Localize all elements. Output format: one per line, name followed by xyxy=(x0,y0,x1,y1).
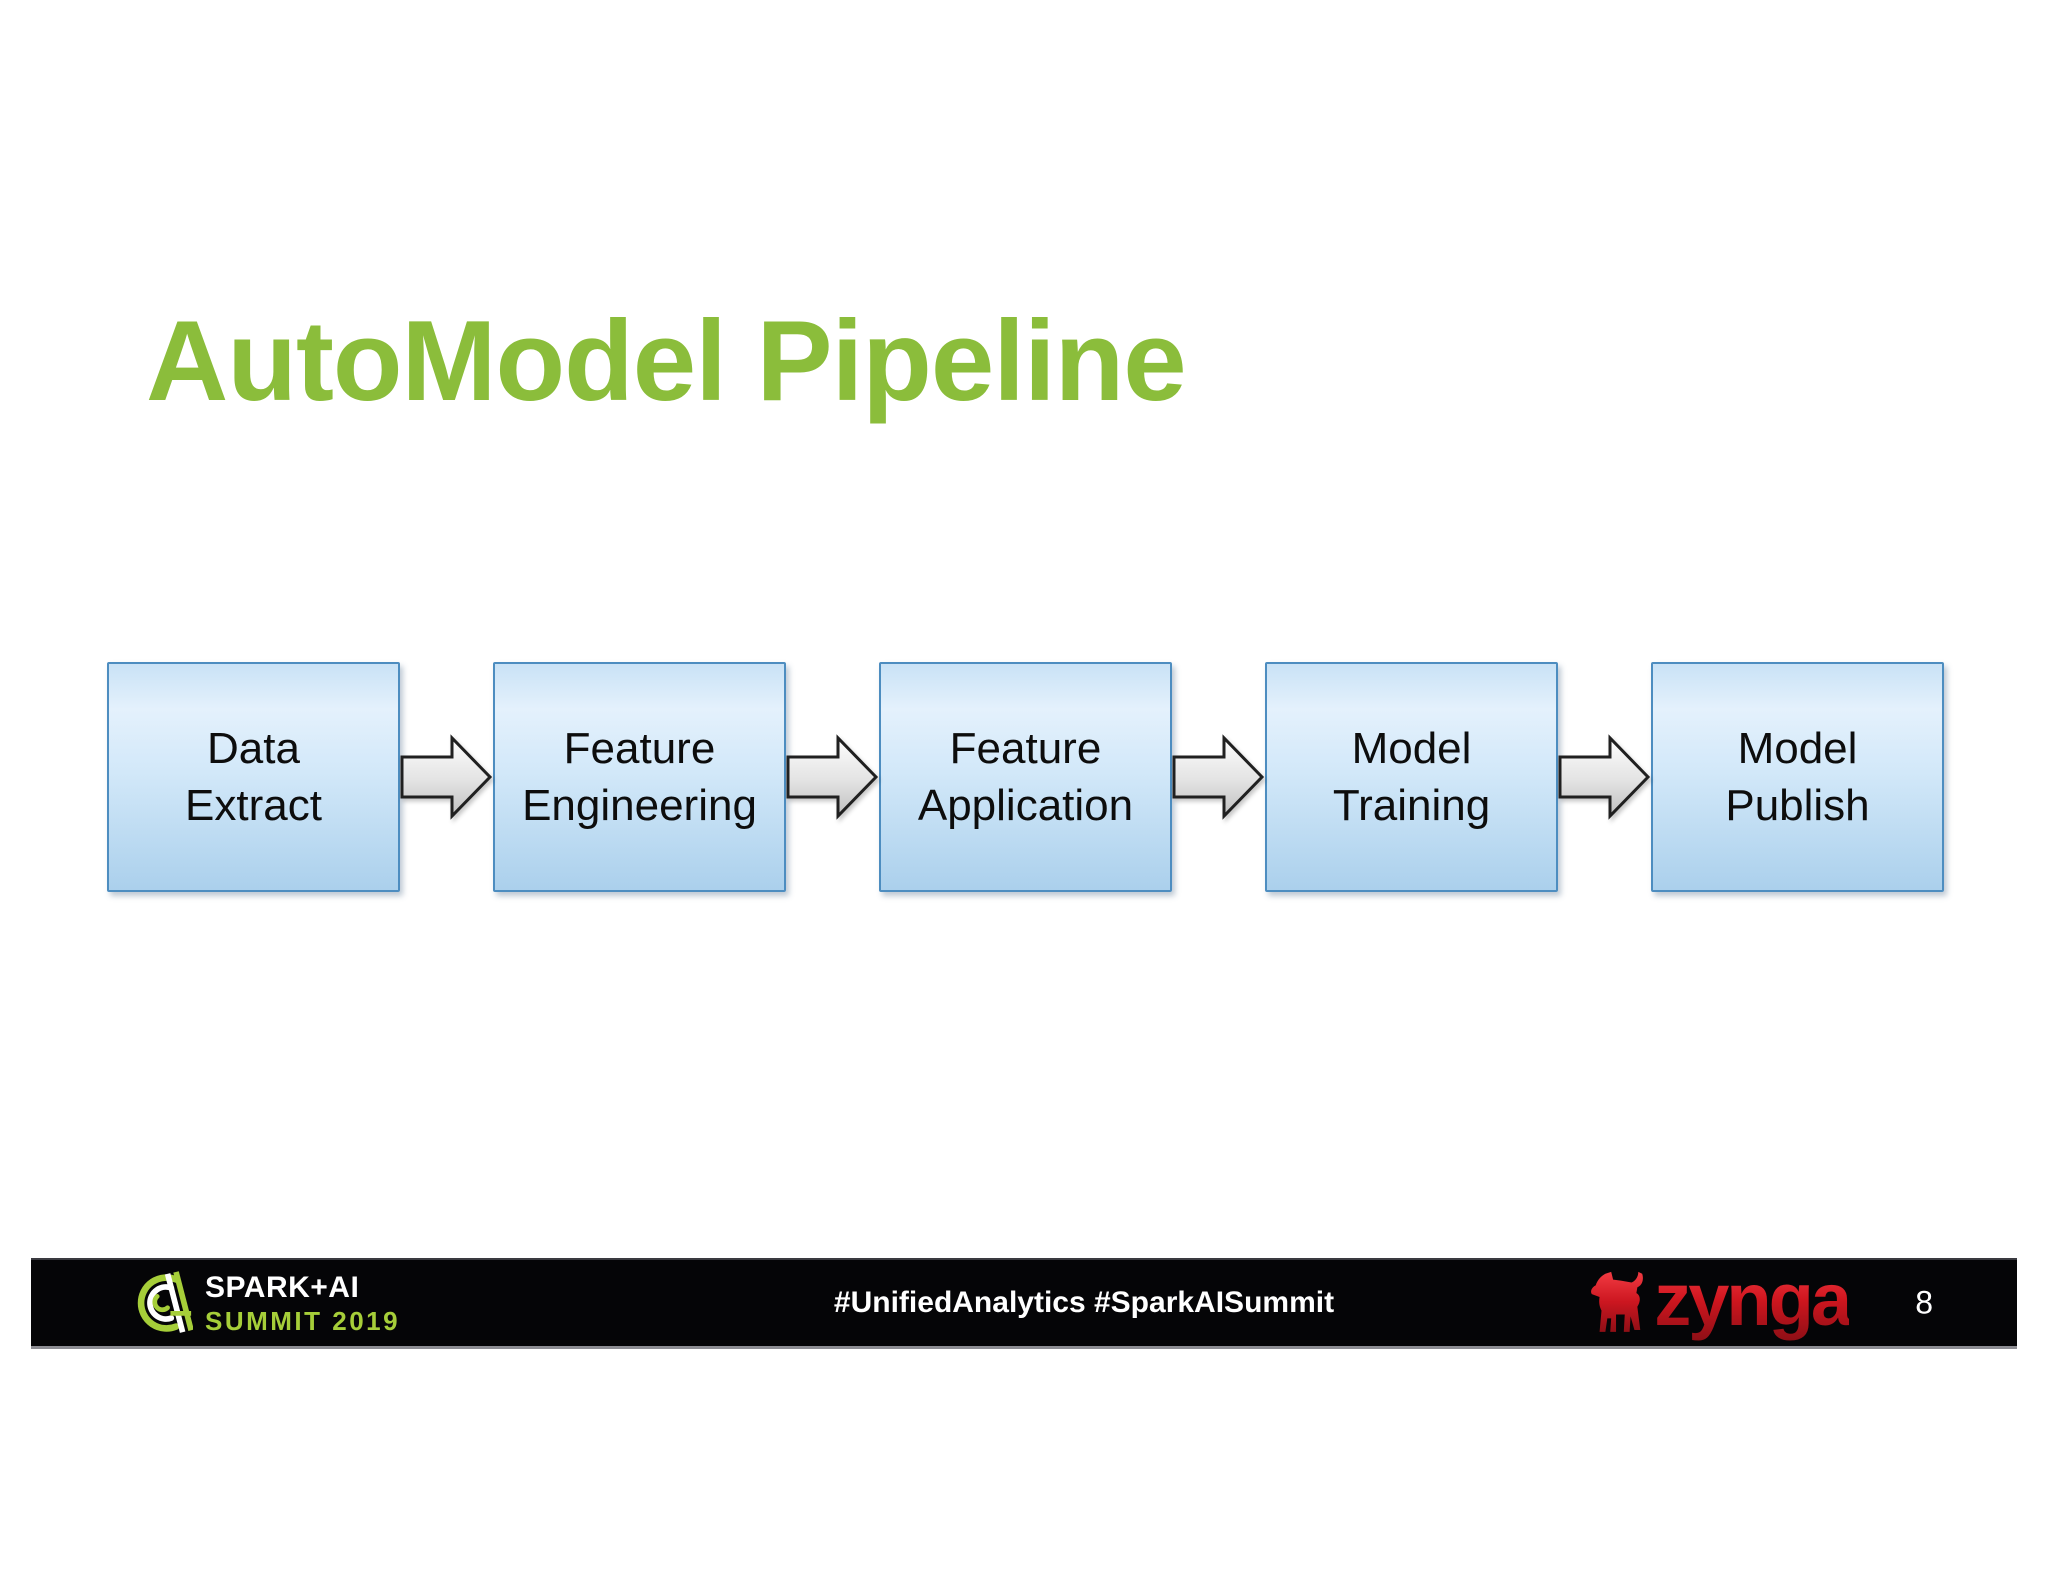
pipeline-step-model-training: Model Training xyxy=(1265,662,1558,892)
step-label-line: Feature xyxy=(563,723,716,773)
step-label-line: Data xyxy=(207,723,300,773)
footer-hashtags: #UnifiedAnalytics #SparkAISummit xyxy=(833,1286,1335,1319)
spark-ai-summit-logo-mark xyxy=(137,1271,193,1333)
flow-arrow-icon xyxy=(786,734,879,820)
flow-arrow-icon xyxy=(1172,734,1265,820)
step-label-line: Publish xyxy=(1725,781,1870,830)
pipeline-step-feature-engineering: Feature Engineering xyxy=(493,662,786,892)
flow-arrow-slot xyxy=(1172,662,1265,892)
spark-ai-summit-logo: SPARK+AI SUMMIT 2019 xyxy=(129,1269,400,1337)
pipeline-step-model-publish: Model Publish xyxy=(1651,662,1944,892)
page-title: AutoModel Pipeline xyxy=(146,298,1187,425)
conference-year: SUMMIT 2019 xyxy=(205,1305,401,1336)
step-label-line: Engineering xyxy=(522,781,757,830)
flow-arrow-slot xyxy=(1558,662,1651,892)
step-label-line: Application xyxy=(917,781,1134,830)
flow-arrow-icon xyxy=(400,734,493,820)
step-label-line: Feature xyxy=(949,723,1102,773)
zynga-logo: zynga xyxy=(1586,1257,1852,1341)
footer-bar: SPARK+AI SUMMIT 2019 #UnifiedAnalytics #… xyxy=(31,1258,2017,1349)
pipeline-step-data-extract: Data Extract xyxy=(107,662,400,892)
page-number: 8 xyxy=(1915,1284,1933,1321)
conference-name: SPARK+AI xyxy=(205,1270,360,1304)
step-label-line: Model xyxy=(1351,723,1472,773)
zynga-wordmark: zynga xyxy=(1654,1257,1852,1341)
pipeline-step-feature-application: Feature Application xyxy=(879,662,1172,892)
step-label-line: Training xyxy=(1332,781,1491,830)
step-label-line: Extract xyxy=(185,781,322,830)
step-label-line: Model xyxy=(1737,723,1858,773)
flow-arrow-icon xyxy=(1558,734,1651,820)
flow-arrow-slot xyxy=(400,662,493,892)
flow-arrow-slot xyxy=(786,662,879,892)
conference-logo-text: SPARK+AI SUMMIT 2019 xyxy=(205,1270,401,1336)
zynga-dog-icon xyxy=(1591,1271,1644,1333)
pipeline-diagram: Data Extract Feature Engineering Feature… xyxy=(107,662,1944,892)
